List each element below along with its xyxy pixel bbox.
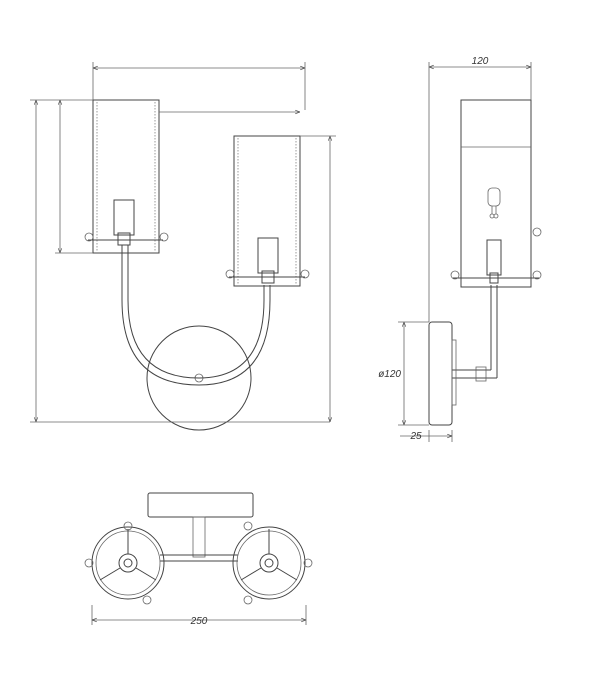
depth-dimension-label: 120 <box>472 56 489 67</box>
side-backplate <box>428 321 453 426</box>
side-view: 120 ø120 25 <box>378 56 542 442</box>
side-shade <box>460 99 532 288</box>
backplate-depth-label: 25 <box>409 431 422 442</box>
front-left-shade <box>92 99 160 254</box>
front-view <box>30 62 336 431</box>
backplate-diameter-label: ø120 <box>378 369 401 380</box>
bulb-icon <box>487 187 501 219</box>
front-right-shade <box>233 135 301 287</box>
top-view: 250 <box>84 492 313 627</box>
top-backplate <box>147 492 254 518</box>
top-left-shade <box>91 526 165 600</box>
front-arm <box>121 245 271 386</box>
front-backplate <box>146 325 252 431</box>
top-right-shade <box>232 526 306 600</box>
width-dimension-label: 250 <box>190 616 208 627</box>
